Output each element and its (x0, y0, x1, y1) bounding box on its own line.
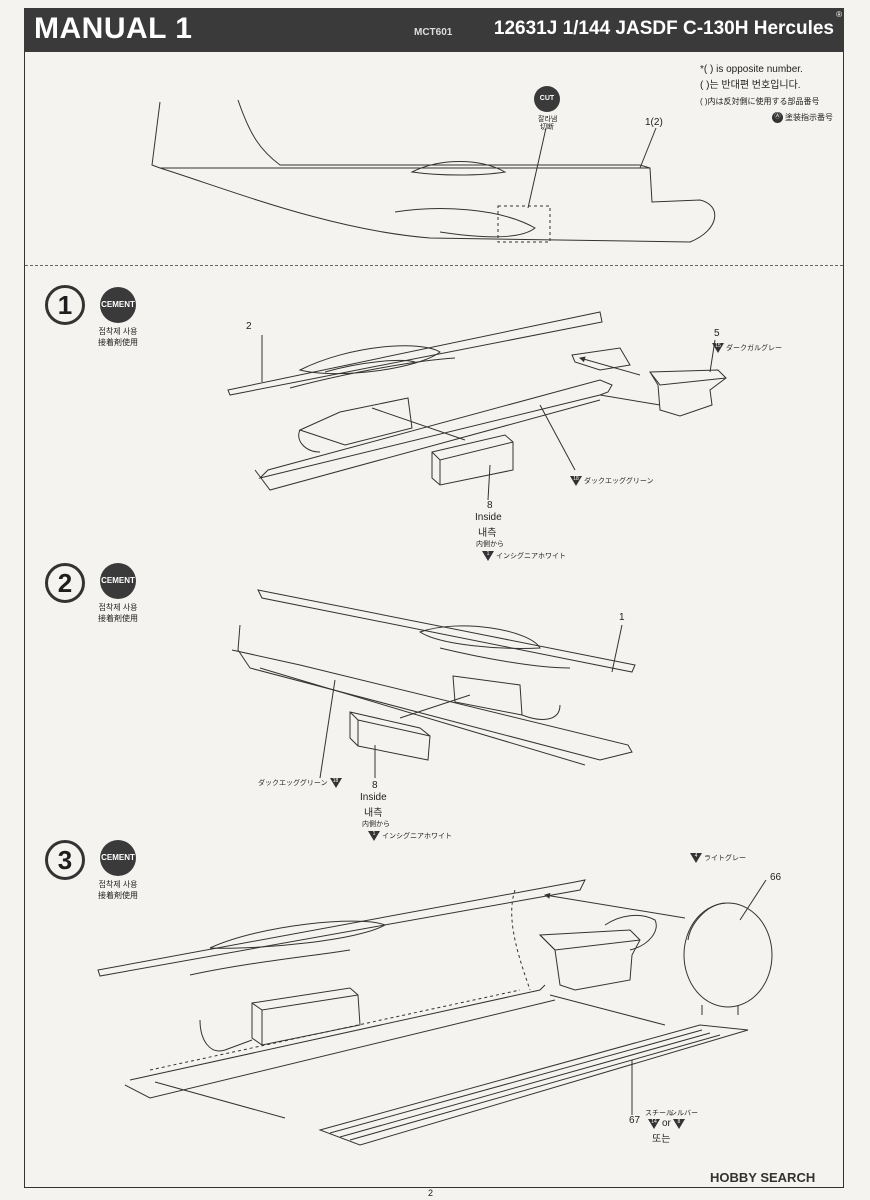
cement-ja: 接着剤使用 (98, 614, 138, 623)
header-bar: MANUAL 1 MCT601 12631J 1/144 JASDF C-130… (24, 8, 844, 52)
step1-interior-paint: 18 ダックエッググリーン (570, 476, 654, 487)
or-label: or (662, 1118, 671, 1129)
step1-part-8-paint: 1 インシグニアホワイト (482, 551, 566, 562)
top-fuselage-outline (151, 99, 716, 243)
paint-code: 18 (573, 476, 579, 483)
cement-icon: CEMENT (100, 563, 136, 599)
note-paint-text: 塗装指示番号 (785, 113, 833, 122)
cement-icon: CEMENT (100, 287, 136, 323)
step3-part-67-label: 67 (629, 1115, 641, 1126)
step-2-number: 2 (45, 563, 85, 603)
watermark-logo: HOBBY SEARCH (710, 1170, 816, 1185)
step-3-number: 3 (45, 840, 85, 880)
cement-ko: 접착제 사용 (98, 880, 138, 889)
cement-ja: 接着剤使用 (98, 891, 138, 900)
step2-inside-en: Inside (360, 792, 387, 803)
cut-badge: CUT (534, 86, 560, 112)
paint-marker-icon: 15 (712, 343, 724, 354)
step3-part-66-label: 66 (770, 872, 782, 883)
paint-code: 15 (715, 343, 721, 350)
step1-part-5-paint: 15 ダークガルグレー (712, 343, 782, 354)
step2-part-8-paint: 1 インシグニアホワイト (368, 831, 452, 842)
note-line-ko: ( )는 반대편 번호입니다. (700, 80, 801, 91)
step3-steel-label: スチール (645, 1110, 673, 1117)
note-line-ja: ( )内は反対側に使用する部品番号 (700, 97, 820, 106)
step1-part-2-label: 2 (246, 321, 252, 332)
part-1-2-label: 1(2) (645, 117, 663, 128)
step1-part-8-label: 8 (487, 500, 493, 511)
paint-marker-icon: 1 (368, 831, 380, 842)
paint-code: 14 (651, 1119, 657, 1126)
paint-code: 4 (694, 853, 698, 860)
cut-label-ja: 切断 (540, 124, 554, 131)
step3-silver-label: シルバー (670, 1110, 698, 1117)
paint-marker-icon: 14 (648, 1119, 660, 1130)
step2-part-8-label: 8 (372, 780, 378, 791)
registered-mark: ® (836, 10, 842, 19)
step2-inside-ja: 内側から (362, 821, 390, 828)
paint-name: ダックエッググリーン (258, 780, 328, 787)
paint-name: インシグニアホワイト (382, 833, 452, 840)
step1-part-5-label: 5 (714, 328, 720, 339)
step3-paint-options: 14 or 8 (648, 1118, 687, 1130)
kit-code: MCT601 (414, 27, 453, 38)
step-1-number: 1 (45, 285, 85, 325)
paint-marker-icon: 4 (690, 853, 702, 864)
kit-title: 12631J 1/144 JASDF C-130H Hercules (493, 18, 834, 39)
paint-code: 1 (486, 551, 490, 558)
paint-marker-icon: 18 (570, 476, 582, 487)
opposite-number-note: *( ) is opposite number. ( )는 반대편 번호입니다.… (700, 62, 833, 126)
page-number: 2 (428, 1188, 434, 1198)
note-line-en: *( ) is opposite number. (700, 64, 803, 75)
cement-icon: CEMENT (100, 840, 136, 876)
step1-inside-ja: 内側から (476, 541, 504, 548)
paint-code: 18 (332, 778, 339, 785)
paint-name: インシグニアホワイト (496, 553, 566, 560)
step2-inside-ko: 내측 (364, 808, 383, 819)
paint-marker-icon: 8 (672, 1119, 685, 1130)
paint-marker-icon: 1 (482, 551, 494, 562)
step1-inside-en: Inside (475, 512, 502, 523)
cement-ko: 접착제 사용 (98, 603, 138, 612)
step2-interior-paint: ダックエッググリーン 18 (258, 778, 344, 789)
step2-part-1-label: 1 (619, 612, 625, 623)
paint-code: 1 (372, 831, 376, 838)
cement-ko: 접착제 사용 (98, 327, 138, 336)
step3-part-66-paint: 4 ライトグレー (690, 853, 746, 864)
paint-name: ダークガルグレー (726, 345, 782, 352)
step3-or-ko: 또는 (652, 1134, 671, 1145)
cut-label-ko: 잘라냄 (538, 116, 558, 123)
step1-inside-ko: 내측 (478, 528, 497, 539)
cement-ja: 接着剤使用 (98, 338, 138, 347)
paint-name: ダックエッググリーン (584, 478, 654, 485)
paint-code: 8 (677, 1119, 681, 1126)
paint-marker-icon: 18 (329, 778, 342, 789)
manual-title: MANUAL 1 (34, 12, 193, 45)
paint-badge-icon: Ⓐ (772, 112, 783, 124)
section-divider (25, 265, 843, 266)
paint-name: ライトグレー (704, 855, 746, 862)
